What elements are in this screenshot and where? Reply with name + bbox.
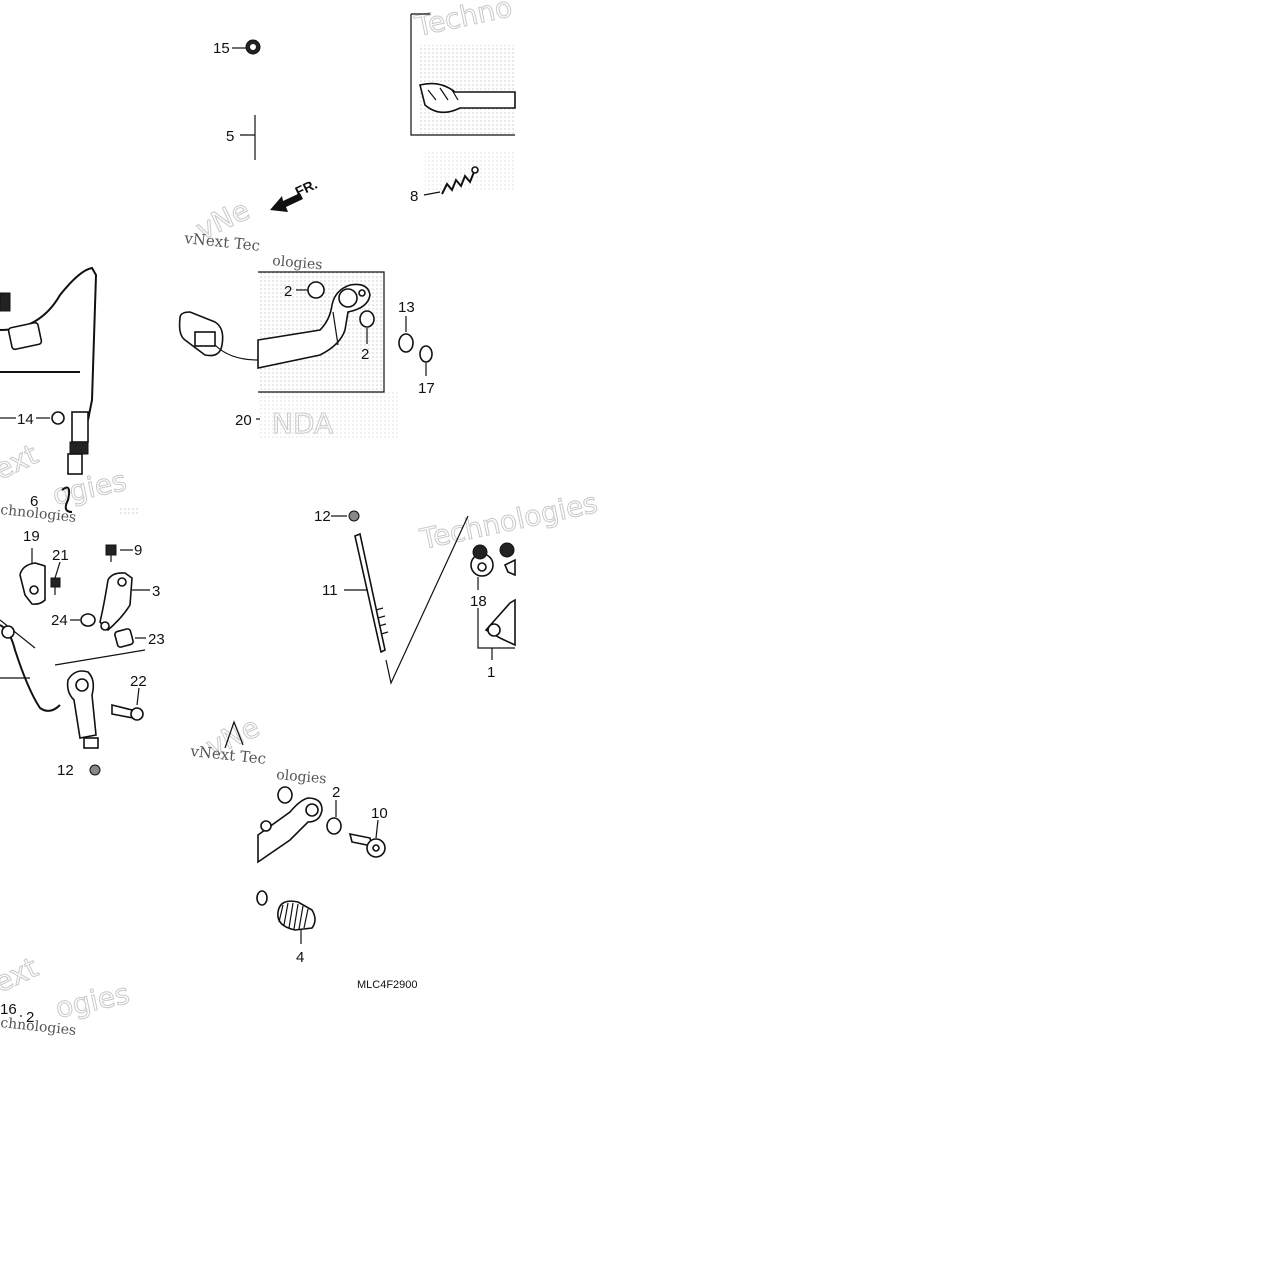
callout-10: 10 — [371, 805, 388, 822]
pin-10-icon — [348, 832, 386, 858]
switch-20-icon — [178, 311, 259, 361]
watermark-vnext-tec: vNext Tec — [183, 229, 261, 255]
callout-23: 23 — [148, 631, 165, 648]
watermark-vnext-tec-2: vNext Tec — [189, 742, 267, 768]
direction-label: FR. — [293, 176, 320, 200]
upper-assembly: FR. — [0, 13, 516, 513]
shift-rod-11-icon — [354, 532, 389, 654]
footpeg-rubber-4-icon — [256, 890, 316, 931]
callout-12-lower: 12 — [57, 762, 74, 779]
watermark-ologies: ologies — [272, 253, 323, 273]
callout-9: 9 — [134, 542, 142, 559]
callout-6: 6 — [30, 493, 38, 510]
joint-18-icon — [470, 544, 494, 577]
watermark-chnologies-2: chnologies — [0, 1015, 77, 1039]
watermark-ext-2: ext — [0, 951, 43, 1000]
callout-12-upper: 12 — [314, 508, 331, 525]
callout-16: 16 — [0, 1001, 17, 1018]
callout-21: 21 — [52, 547, 69, 564]
watermark-chnologies: chnologies — [0, 502, 77, 526]
callout-13: 13 — [398, 299, 415, 316]
watermark-ext: ext — [0, 438, 43, 487]
callout-5: 5 — [226, 128, 234, 145]
callout-11: 11 — [322, 582, 338, 599]
watermark-ogies-2: ogies — [53, 977, 133, 1025]
callout-24: 24 — [51, 612, 68, 629]
sensor-body-lower-icon — [66, 670, 99, 749]
callout-3: 3 — [152, 583, 160, 600]
drawing-code: MLC4F2900 — [357, 979, 418, 991]
watermark-techno: Techno — [412, 0, 515, 43]
front-direction-arrow-icon: FR. — [270, 176, 320, 212]
callout-19: 19 — [23, 528, 40, 545]
watermark-nda: NDA — [272, 407, 333, 440]
lower-assembly — [0, 510, 516, 1017]
callout-2-upper: 2 — [284, 283, 292, 300]
nut-15-icon — [245, 39, 261, 55]
callout-2-upper-b: 2 — [361, 346, 369, 363]
callout-1: 1 — [487, 664, 495, 681]
callout-2-bottom: 2 — [26, 1009, 34, 1026]
callout-8: 8 — [410, 188, 418, 205]
callout-18: 18 — [470, 593, 487, 610]
watermark-ologies-2: ologies — [276, 767, 327, 787]
callout-14: 14 — [17, 411, 34, 428]
callout-4: 4 — [296, 949, 304, 966]
watermark-ogies: ogies — [50, 464, 130, 512]
sensor-body-icon — [67, 411, 89, 475]
callout-22: 22 — [130, 673, 147, 690]
connector-icon — [0, 292, 43, 351]
callout-2-lower: 2 — [332, 784, 340, 801]
callout-20: 20 — [235, 412, 252, 429]
callout-15: 15 — [213, 40, 230, 57]
callouts: 15 5 8 2 13 2 17 20 14 6 19 21 9 3 24 23… — [0, 40, 495, 1026]
spring-8-icon — [423, 166, 479, 196]
shaded-areas — [120, 45, 515, 514]
callout-17: 17 — [418, 380, 435, 397]
